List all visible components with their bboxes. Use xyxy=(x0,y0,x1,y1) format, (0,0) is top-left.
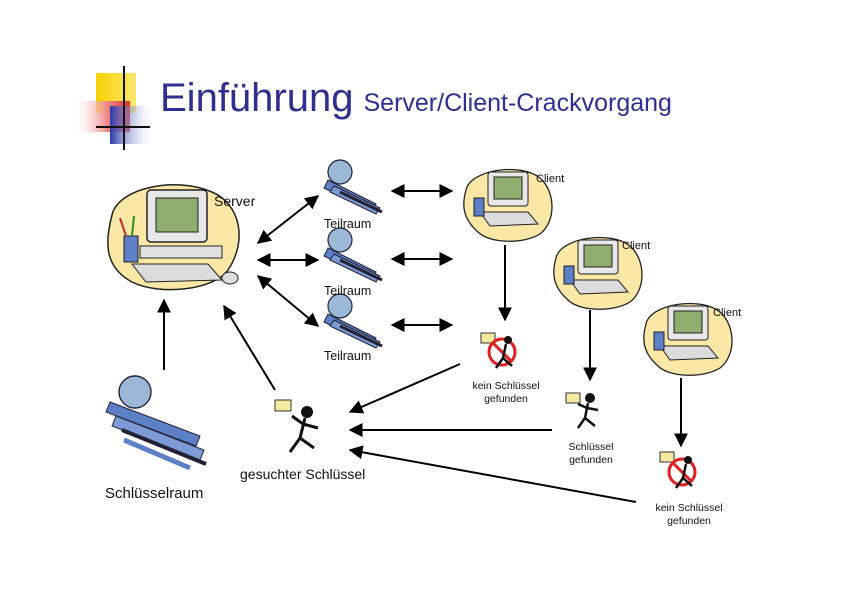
slide-title: Einführung Server/Client-Crackvorgang xyxy=(160,76,672,121)
kein-schluessel-label-2-line1: kein Schlüssel xyxy=(655,502,723,514)
client-computer-icon-1 xyxy=(463,168,553,242)
server-computer-icon xyxy=(107,184,240,291)
title-main: Einführung xyxy=(160,76,354,120)
kein-schluessel-label-2: kein Schlüssel gefunden xyxy=(648,502,730,528)
server-label: Server xyxy=(214,193,256,209)
title-sub: Server/Client-Crackvorgang xyxy=(363,89,672,117)
key-stack-icon-3 xyxy=(323,293,383,349)
gesuchter-schluessel-label: gesuchter Schlüssel xyxy=(240,466,366,482)
schluessel-gefunden-label-line1: Schlüssel xyxy=(568,441,614,453)
no-key-person-icon-2 xyxy=(659,451,697,489)
client-label-1: Client xyxy=(536,173,565,185)
key-stack-icon-2 xyxy=(323,227,383,283)
teilraum-label-1: Teilraum xyxy=(324,217,372,231)
schluessel-gefunden-label-line2: gefunden xyxy=(569,454,613,466)
kein-schluessel-label-1-line1: kein Schlüssel xyxy=(472,380,540,392)
schluesselraum-label: Schlüsselraum xyxy=(105,485,204,502)
person-found-key-icon xyxy=(274,399,319,453)
arrows xyxy=(157,184,688,503)
teilraum-label-2: Teilraum xyxy=(324,284,372,298)
kein-schluessel-label-2-line2: gefunden xyxy=(667,515,711,527)
person-found-key-icon-2 xyxy=(565,392,599,429)
key-stack-icon-1 xyxy=(323,159,383,215)
client-label-3: Client xyxy=(713,307,742,319)
kein-schluessel-label-1-line2: gefunden xyxy=(484,393,528,405)
no-key-person-icon-1 xyxy=(480,332,517,369)
teilraum-label-3: Teilraum xyxy=(324,349,372,363)
client-computer-icon-3 xyxy=(643,302,733,376)
schluesselraum-key-stack-icon xyxy=(105,375,207,471)
client-label-2: Client xyxy=(622,240,651,252)
schluessel-gefunden-label: Schlüssel gefunden xyxy=(556,441,626,467)
kein-schluessel-label-1: kein Schlüssel gefunden xyxy=(466,380,546,406)
client-computer-icon-2 xyxy=(553,236,643,310)
